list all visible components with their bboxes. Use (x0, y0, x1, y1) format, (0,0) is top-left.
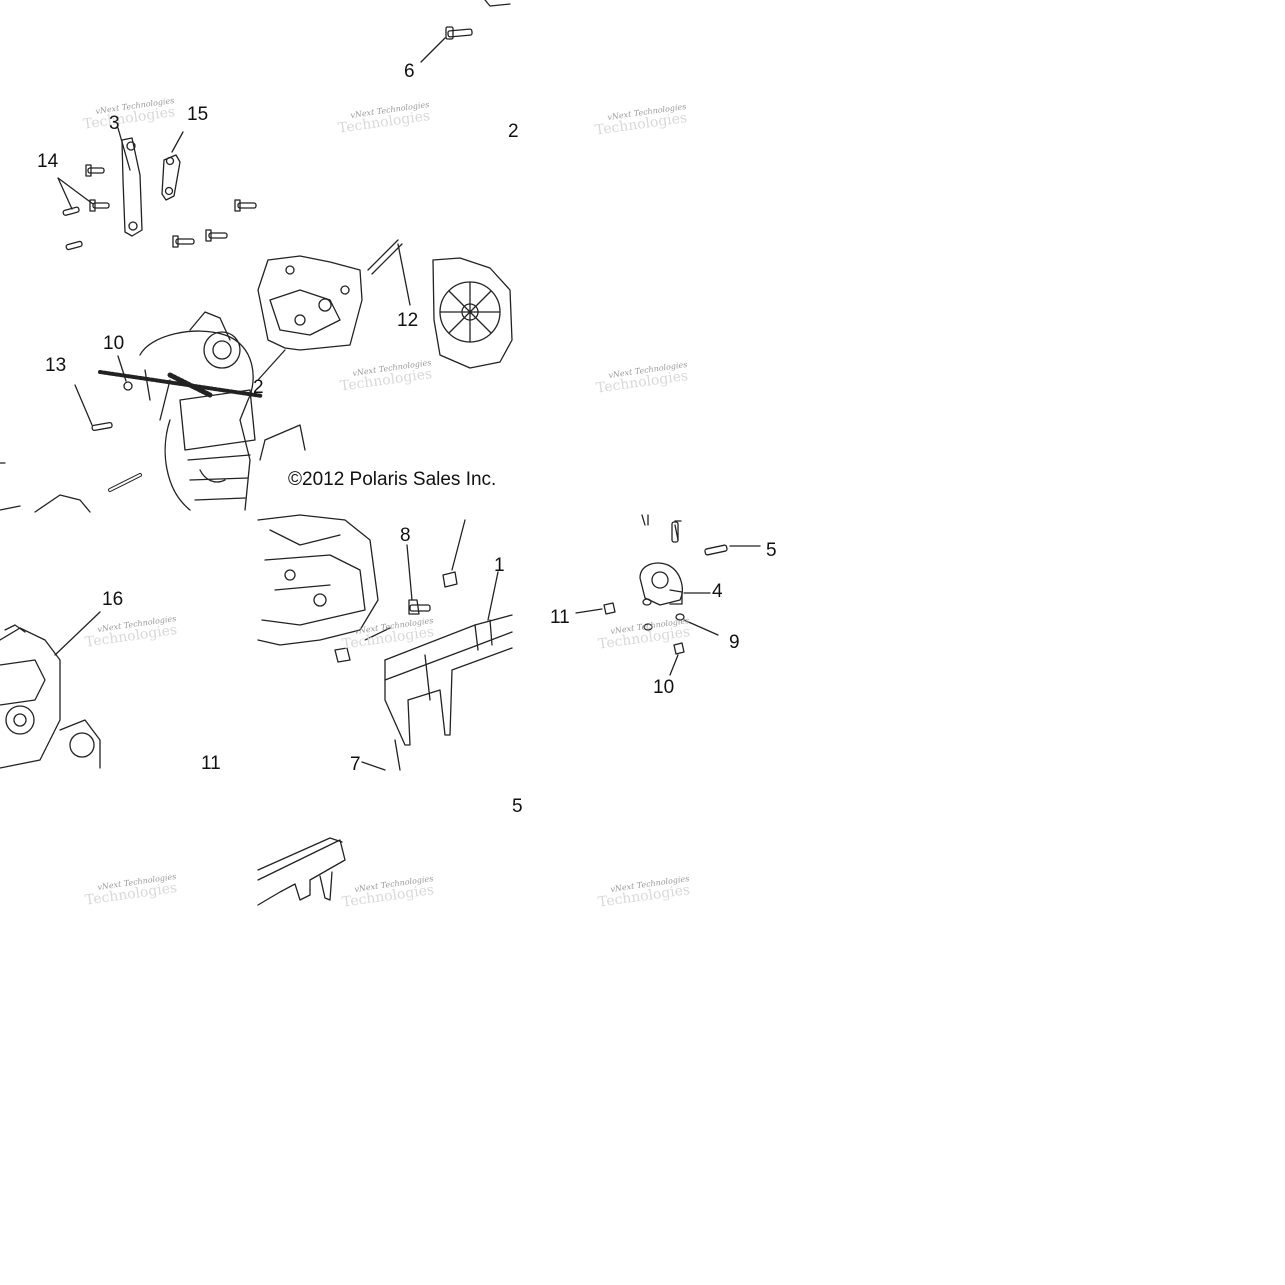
callout-6: 6 (404, 61, 415, 82)
engine-block-lower-center (257, 514, 379, 646)
copyright-notice: ©2012 Polaris Sales Inc. (288, 469, 497, 490)
callout-1: 1 (494, 555, 505, 576)
callout-14: 14 (37, 151, 59, 172)
bolts-14 (57, 164, 257, 251)
engine-assembly-left (0, 311, 256, 513)
mount-hardware (575, 598, 719, 676)
callout-11: 11 (550, 607, 570, 628)
callout-2: 2 (253, 377, 264, 398)
timing-chain (74, 355, 264, 432)
callout-11: 11 (201, 753, 221, 774)
callout-9: 9 (729, 632, 740, 653)
callout-8: 8 (400, 525, 411, 546)
callout-10: 10 (653, 677, 675, 698)
bracket-3 (117, 127, 143, 237)
callout-5: 5 (512, 796, 523, 817)
callout-5: 5 (766, 540, 777, 561)
callout-10: 10 (103, 333, 125, 354)
callout-7: 7 (350, 754, 361, 775)
callout-13: 13 (45, 355, 67, 376)
engine-cover-center (257, 239, 411, 461)
callout-16: 16 (102, 589, 124, 610)
flywheel-cover (432, 257, 513, 369)
callout-4: 4 (712, 581, 723, 602)
engine-block-lower-left (0, 611, 101, 769)
callout-12: 12 (397, 310, 419, 331)
frame-rail-lower (257, 837, 346, 906)
frame-rail-1 (361, 571, 513, 771)
callout-3: 3 (109, 113, 120, 134)
bolt-8 (334, 519, 466, 663)
callout-15: 15 (187, 104, 209, 125)
bolt-6 (420, 0, 511, 63)
engine-mount-4 (639, 514, 761, 606)
link-15 (161, 131, 184, 201)
callout-2: 2 (508, 121, 519, 142)
